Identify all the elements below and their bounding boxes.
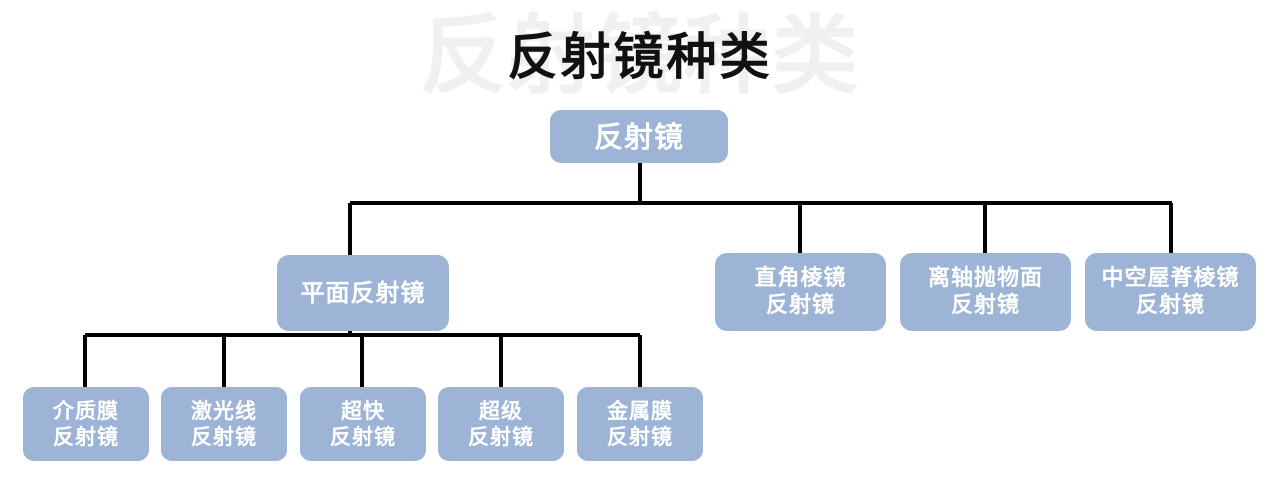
node-supermirror-line2: 反射镜: [468, 425, 534, 449]
node-hollow-roof-prism-mirror-line2: 反射镜: [1135, 293, 1205, 318]
node-laser-line-mirror-line2: 反射镜: [191, 425, 257, 449]
node-root-label: 反射镜: [593, 119, 684, 154]
node-off-axis-parabolic-mirror-line2: 反射镜: [950, 293, 1020, 318]
page-title-watermark: 反射镜种类: [420, 6, 860, 106]
node-dielectric-film-mirror-line1: 介质膜: [53, 399, 119, 423]
node-ultrafast-mirror[interactable]: 超快 反射镜: [300, 387, 426, 461]
node-supermirror-line1: 超级: [479, 399, 523, 423]
node-metal-film-mirror-line2: 反射镜: [607, 425, 673, 449]
node-metal-film-mirror[interactable]: 金属膜 反射镜: [577, 387, 703, 461]
node-right-angle-prism-mirror-line2: 反射镜: [765, 293, 835, 318]
node-supermirror[interactable]: 超级 反射镜: [438, 387, 564, 461]
node-right-angle-prism-mirror-line1: 直角棱镜: [754, 266, 847, 291]
node-metal-film-mirror-line1: 金属膜: [607, 399, 673, 423]
node-dielectric-film-mirror-line2: 反射镜: [53, 425, 119, 449]
node-hollow-roof-prism-mirror-line1: 中空屋脊棱镜: [1101, 266, 1240, 291]
node-laser-line-mirror[interactable]: 激光线 反射镜: [161, 387, 287, 461]
node-ultrafast-mirror-line1: 超快: [341, 399, 385, 423]
node-off-axis-parabolic-mirror[interactable]: 离轴抛物面 反射镜: [900, 253, 1071, 331]
node-plane-mirror[interactable]: 平面反射镜: [277, 255, 449, 331]
node-root[interactable]: 反射镜: [550, 110, 728, 163]
node-off-axis-parabolic-mirror-line1: 离轴抛物面: [927, 266, 1043, 291]
node-laser-line-mirror-line1: 激光线: [191, 399, 257, 423]
node-plane-mirror-label: 平面反射镜: [300, 279, 426, 307]
node-hollow-roof-prism-mirror[interactable]: 中空屋脊棱镜 反射镜: [1085, 253, 1256, 331]
node-ultrafast-mirror-line2: 反射镜: [330, 425, 396, 449]
node-dielectric-film-mirror[interactable]: 介质膜 反射镜: [23, 387, 149, 461]
page-title: 反射镜种类: [507, 28, 773, 86]
node-right-angle-prism-mirror[interactable]: 直角棱镜 反射镜: [715, 253, 886, 331]
